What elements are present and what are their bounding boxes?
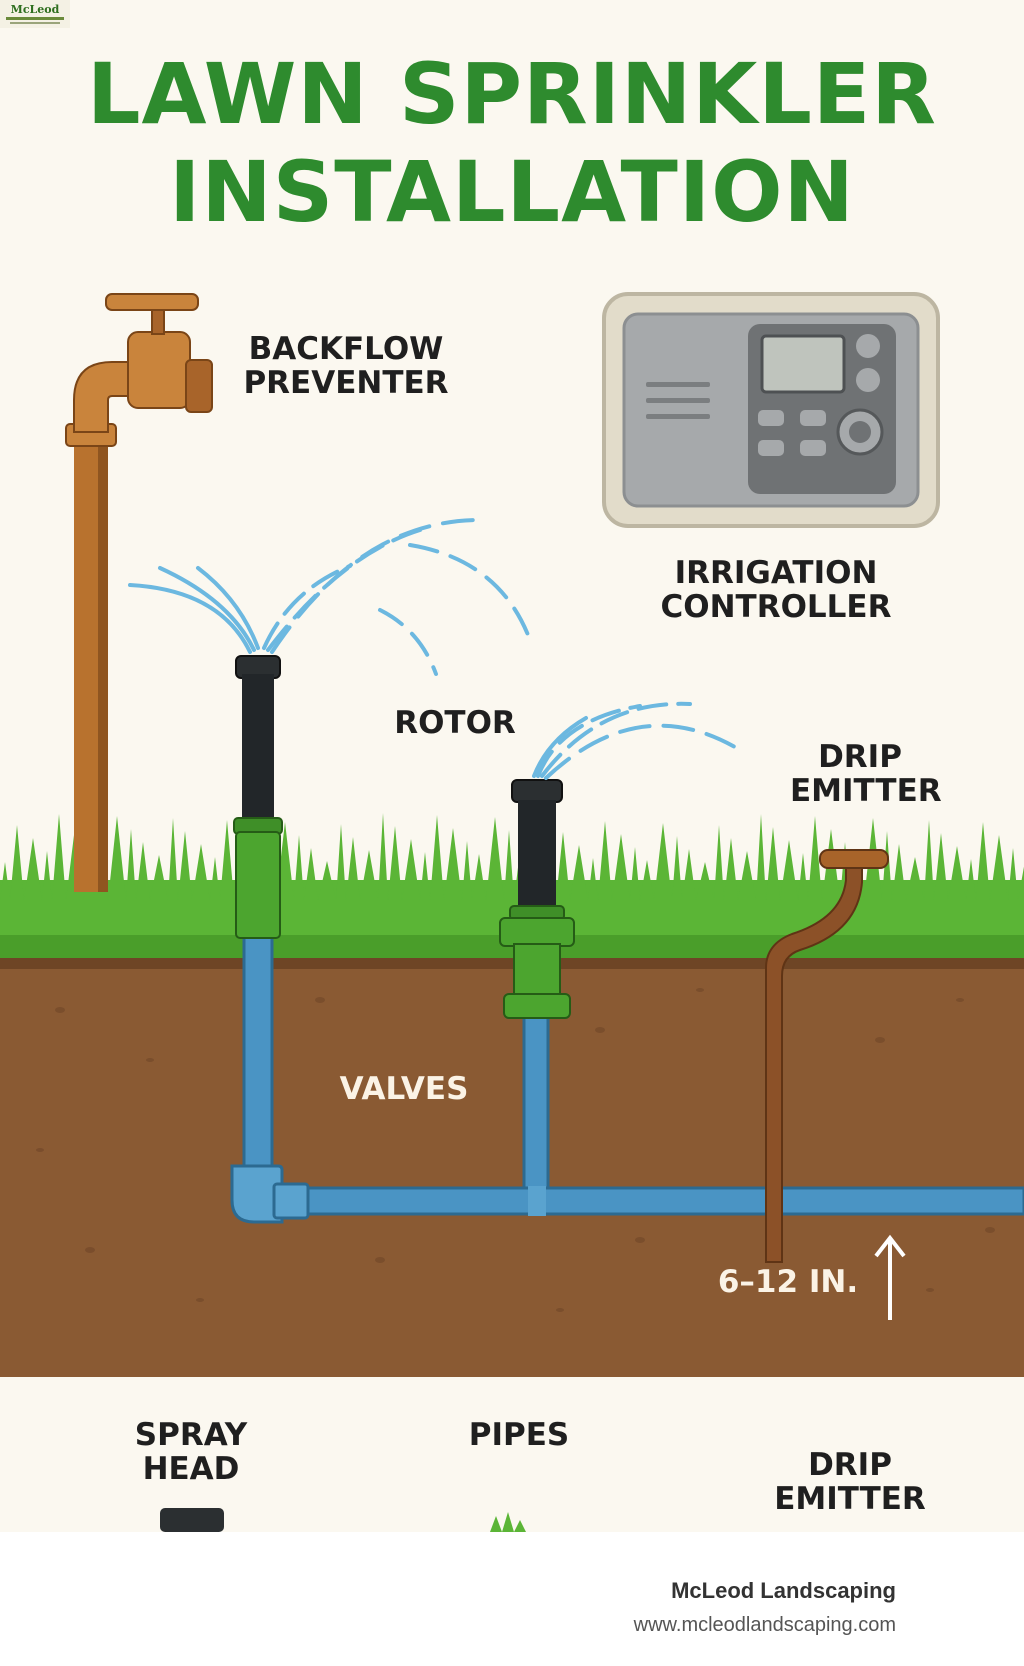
label-drip-emitter-top: DRIP EMITTER [790, 739, 942, 810]
pipes-network [230, 928, 1024, 1224]
label-rotor: ROTOR [394, 705, 516, 741]
water-spray [128, 518, 742, 780]
page-title-line-2: INSTALLATION [169, 143, 855, 241]
depth-arrow [874, 1234, 906, 1320]
label-backflow-preventer-line-1: BACKFLOW [248, 331, 444, 367]
label-spray-head: SPRAY HEAD [116, 1418, 266, 1486]
backflow-preventer-faucet [65, 293, 213, 892]
label-backflow-preventer: BACKFLOW PREVENTER [236, 332, 456, 400]
page-title-line-1: LAWN SPRINKLER [87, 45, 937, 143]
logo-wordmark: McLeod [11, 3, 60, 16]
irrigation-controller-box [602, 292, 940, 528]
label-drip-emitter-top-line-2: EMITTER [790, 773, 942, 810]
label-spray-head-line-1: SPRAY [134, 1417, 248, 1453]
label-drip-emitter-top-line-1: DRIP [818, 739, 902, 775]
footer-brand: McLeod Landscaping [671, 1578, 896, 1603]
spray-head-left [233, 655, 283, 939]
label-depth: 6–12 IN. [717, 1264, 859, 1300]
rotor-head [499, 779, 575, 1019]
bottom-spray-head-icon [160, 1508, 224, 1532]
bottom-grass-tuft [490, 1512, 526, 1532]
label-irrigation-controller-line-1: IRRIGATION [674, 555, 878, 591]
company-logo: McLeod [0, 0, 70, 28]
label-drip-emitter-bottom: DRIP EMITTER [762, 1448, 938, 1516]
label-drip-emitter-bottom-line-2: EMITTER [774, 1481, 926, 1518]
label-valves: VALVES [339, 1071, 469, 1107]
drip-emitter-device [765, 849, 889, 1263]
label-irrigation-controller: IRRIGATION CONTROLLER [626, 556, 926, 624]
label-spray-head-line-2: HEAD [142, 1451, 240, 1488]
label-drip-emitter-bottom-line-1: DRIP [808, 1447, 892, 1483]
label-irrigation-controller-line-2: CONTROLLER [660, 589, 892, 626]
footer-band [0, 1532, 1024, 1666]
footer-url-link[interactable]: www.mcleodlandscaping.com [633, 1614, 896, 1636]
label-pipes: PIPES [468, 1417, 570, 1453]
label-backflow-preventer-line-2: PREVENTER [243, 365, 449, 402]
